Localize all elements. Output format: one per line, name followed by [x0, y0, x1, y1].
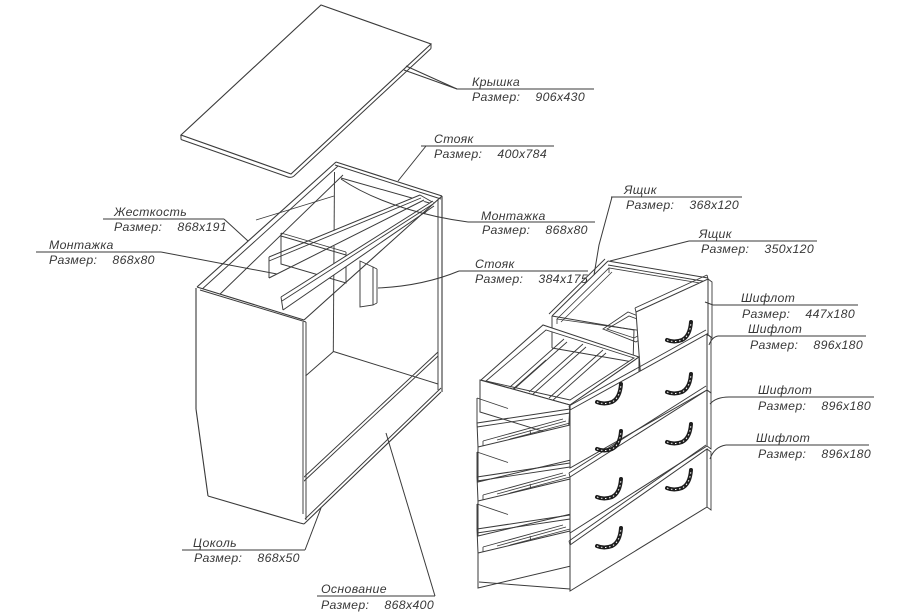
svg-text:Шифлот: Шифлот [741, 291, 795, 305]
svg-text:Размер: 400х784: Размер: 400х784 [434, 147, 547, 161]
svg-text:Основание: Основание [321, 582, 387, 596]
svg-text:Шифлот: Шифлот [758, 383, 812, 397]
svg-text:Стояк: Стояк [434, 132, 475, 146]
svg-text:Размер: 868х80: Размер: 868х80 [482, 223, 588, 237]
svg-text:Размер: 384х175: Размер: 384х175 [475, 272, 588, 286]
svg-text:Шифлот: Шифлот [748, 322, 802, 336]
svg-text:Монтажка: Монтажка [49, 238, 114, 252]
svg-text:Крышка: Крышка [472, 75, 520, 89]
svg-text:Размер: 868х80: Размер: 868х80 [49, 253, 155, 267]
svg-text:Размер: 368х120: Размер: 368х120 [626, 198, 739, 212]
svg-text:Шифлот: Шифлот [756, 431, 810, 445]
svg-text:Размер: 896х180: Размер: 896х180 [758, 399, 871, 413]
svg-text:Размер: 896х180: Размер: 896х180 [750, 338, 863, 352]
svg-text:Размер: 906х430: Размер: 906х430 [472, 90, 585, 104]
svg-text:Размер: 868х400: Размер: 868х400 [321, 598, 434, 612]
svg-text:Стояк: Стояк [475, 257, 516, 271]
svg-text:Размер: 896х180: Размер: 896х180 [758, 447, 871, 461]
svg-text:Монтажка: Монтажка [481, 209, 546, 223]
svg-text:Ящик: Ящик [623, 183, 658, 197]
svg-text:Размер: 868х50: Размер: 868х50 [194, 551, 300, 565]
svg-text:Жесткость: Жесткость [113, 205, 187, 219]
svg-text:Размер: 447х180: Размер: 447х180 [742, 307, 855, 321]
svg-text:Размер: 350х120: Размер: 350х120 [701, 242, 814, 256]
svg-text:Ящик: Ящик [698, 227, 733, 241]
svg-text:Размер: 868х191: Размер: 868х191 [114, 220, 227, 234]
svg-text:Цоколь: Цоколь [193, 536, 237, 550]
